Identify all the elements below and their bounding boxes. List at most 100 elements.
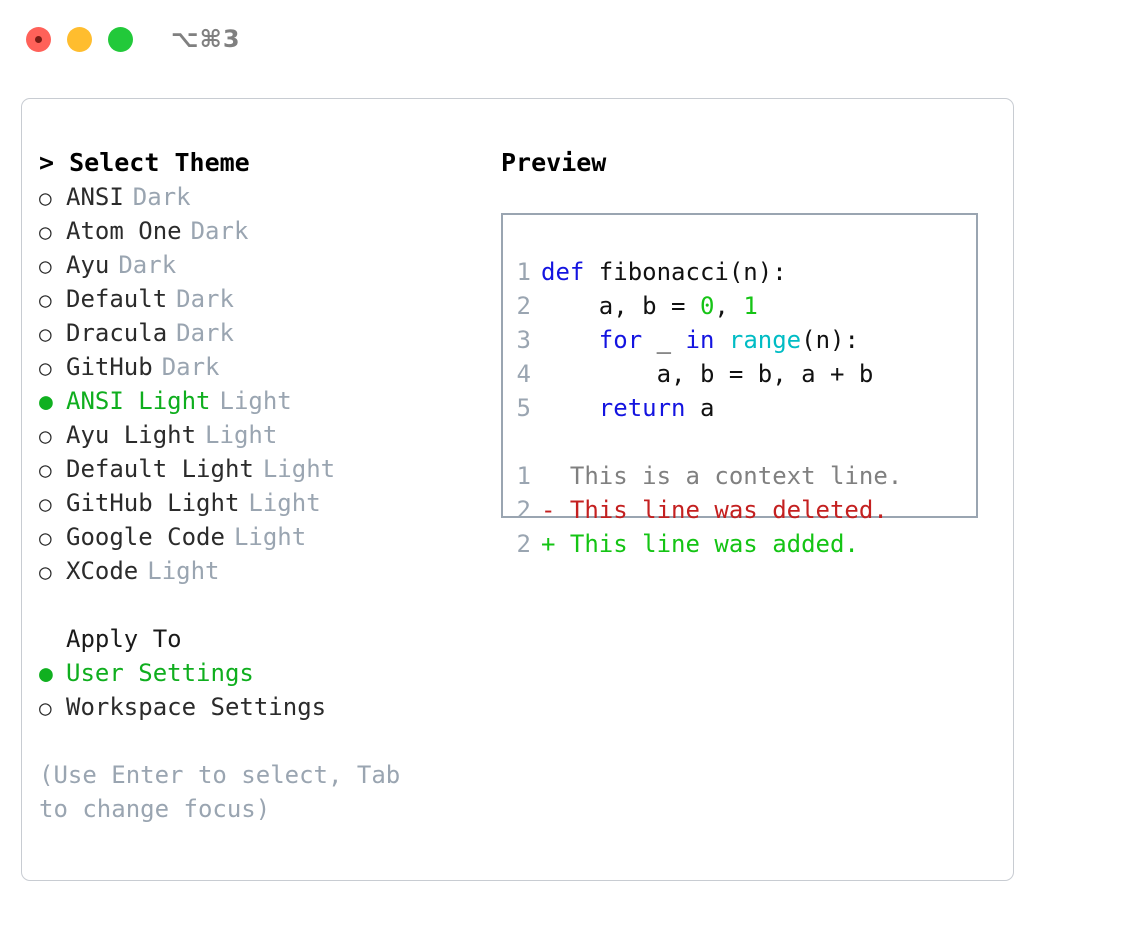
diff-sample: 1 This is a context line.2- This line wa… [503,459,976,561]
diff-line: 2 + This line was added. [503,527,976,561]
theme-list-item[interactable]: ○ Dracula Dark [39,316,469,350]
radio-unselected-icon[interactable]: ○ [39,186,52,210]
token-plain: (n): [801,326,859,354]
theme-list-item[interactable]: ○ Ayu Dark [39,248,469,282]
radio-unselected-icon[interactable]: ○ [39,560,52,584]
radio-unselected-icon[interactable]: ○ [39,322,52,346]
code-line: 3 for _ in range(n): [503,323,976,357]
theme-variant-label: Light [147,557,220,585]
minimize-button-icon[interactable] [67,26,92,52]
code-text: for _ in range(n): [541,323,859,357]
line-number: 4 [516,360,531,388]
token-plain [714,326,728,354]
radio-unselected-icon[interactable]: ○ [39,288,52,312]
theme-list-item[interactable]: ○ GitHub Light Light [39,486,469,520]
theme-list-item[interactable]: ○ XCode Light [39,554,469,588]
radio-selected-icon[interactable]: ● [39,661,53,687]
radio-selected-icon[interactable]: ● [39,389,53,415]
line-number: 1 [516,258,531,286]
radio-unselected-icon[interactable]: ○ [39,526,52,550]
code-text: return a [541,391,715,425]
code-text: This is a context line. [541,459,902,493]
theme-name-label: XCode [66,557,139,585]
theme-name-label: Atom One [66,217,182,245]
theme-list-item[interactable]: ● ANSI Light Light [39,384,469,418]
theme-variant-label: Light [262,455,336,483]
token-plain: _ [642,326,686,354]
token-kw: in [685,326,715,354]
code-text: a, b = b, a + b [541,357,874,391]
apply-to-section: Apply To ●User Settings ○ Workspace Settin… [39,622,469,724]
token-num: 1 [743,292,758,320]
apply-to-label: Workspace Settings [66,693,327,721]
theme-name-label: ANSI Light [66,387,211,415]
code-line: 2 a, b = 0, 1 [503,289,976,323]
line-number: 2 [516,530,531,558]
theme-name-label: Google Code [66,523,225,551]
theme-name-label: GitHub [66,353,153,381]
theme-variant-label: Dark [161,353,220,381]
theme-list-item[interactable]: ○ GitHub Dark [39,350,469,384]
theme-variant-label: Light [219,387,292,415]
token-plain [541,326,599,354]
code-spacer [503,425,976,459]
token-del: - This line was deleted. [541,496,888,524]
token-kw: for [598,326,643,354]
code-text: def fibonacci(n): [541,255,787,289]
preview-heading: Preview [501,148,607,177]
line-number: 2 [516,292,531,320]
theme-variant-label: Dark [176,319,234,347]
keyboard-shortcut-label: ⌥⌘3 [171,25,241,53]
diff-line: 2- This line was deleted. [503,493,976,527]
apply-to-heading: Apply To [66,625,182,653]
radio-unselected-icon[interactable]: ○ [39,220,52,244]
theme-variant-label: Dark [132,183,191,211]
token-fn: range [728,326,802,354]
token-add: + This line was added. [541,530,859,558]
token-plain: a, b = [541,292,700,320]
token-num: 0 [699,292,715,320]
theme-list-item[interactable]: ○ Default Light Light [39,452,469,486]
radio-unselected-icon[interactable]: ○ [39,424,52,448]
apply-to-item[interactable]: ○ Workspace Settings [39,690,469,724]
code-text: + This line was added. [541,527,859,561]
code-text: a, b = 0, 1 [541,289,758,323]
window-titlebar: ⌥⌘3 [0,0,1140,78]
radio-unselected-icon[interactable]: ○ [39,254,52,278]
theme-variant-label: Dark [118,251,177,279]
theme-variant-label: Light [248,489,321,517]
theme-name-label: Default Light [66,455,254,483]
select-theme-heading: > Select Theme [39,148,250,177]
code-line: 5 return a [503,391,976,425]
close-button-icon[interactable] [26,26,51,52]
maximize-button-icon[interactable] [108,26,133,52]
token-plain: , [714,292,744,320]
radio-unselected-icon[interactable]: ○ [39,696,52,720]
radio-unselected-icon[interactable]: ○ [39,458,52,482]
radio-unselected-icon[interactable]: ○ [39,356,52,380]
theme-name-label: Dracula [66,319,168,347]
code-line: 1 def fibonacci(n): [503,255,976,289]
token-kw: return [598,394,686,422]
radio-unselected-icon[interactable]: ○ [39,492,52,516]
token-ctx: This is a context line. [541,462,903,490]
apply-to-item[interactable]: ●User Settings [39,656,469,690]
line-number: 1 [516,462,531,490]
theme-name-label: GitHub Light [66,489,240,517]
theme-name-label: Default [66,285,168,313]
code-text: - This line was deleted. [541,493,888,527]
diff-line: 1 This is a context line. [503,459,976,493]
theme-name-label: Ayu [66,251,110,279]
apply-to-list[interactable]: ●User Settings ○ Workspace Settings [39,656,469,724]
code-line: 4 a, b = b, a + b [503,357,976,391]
